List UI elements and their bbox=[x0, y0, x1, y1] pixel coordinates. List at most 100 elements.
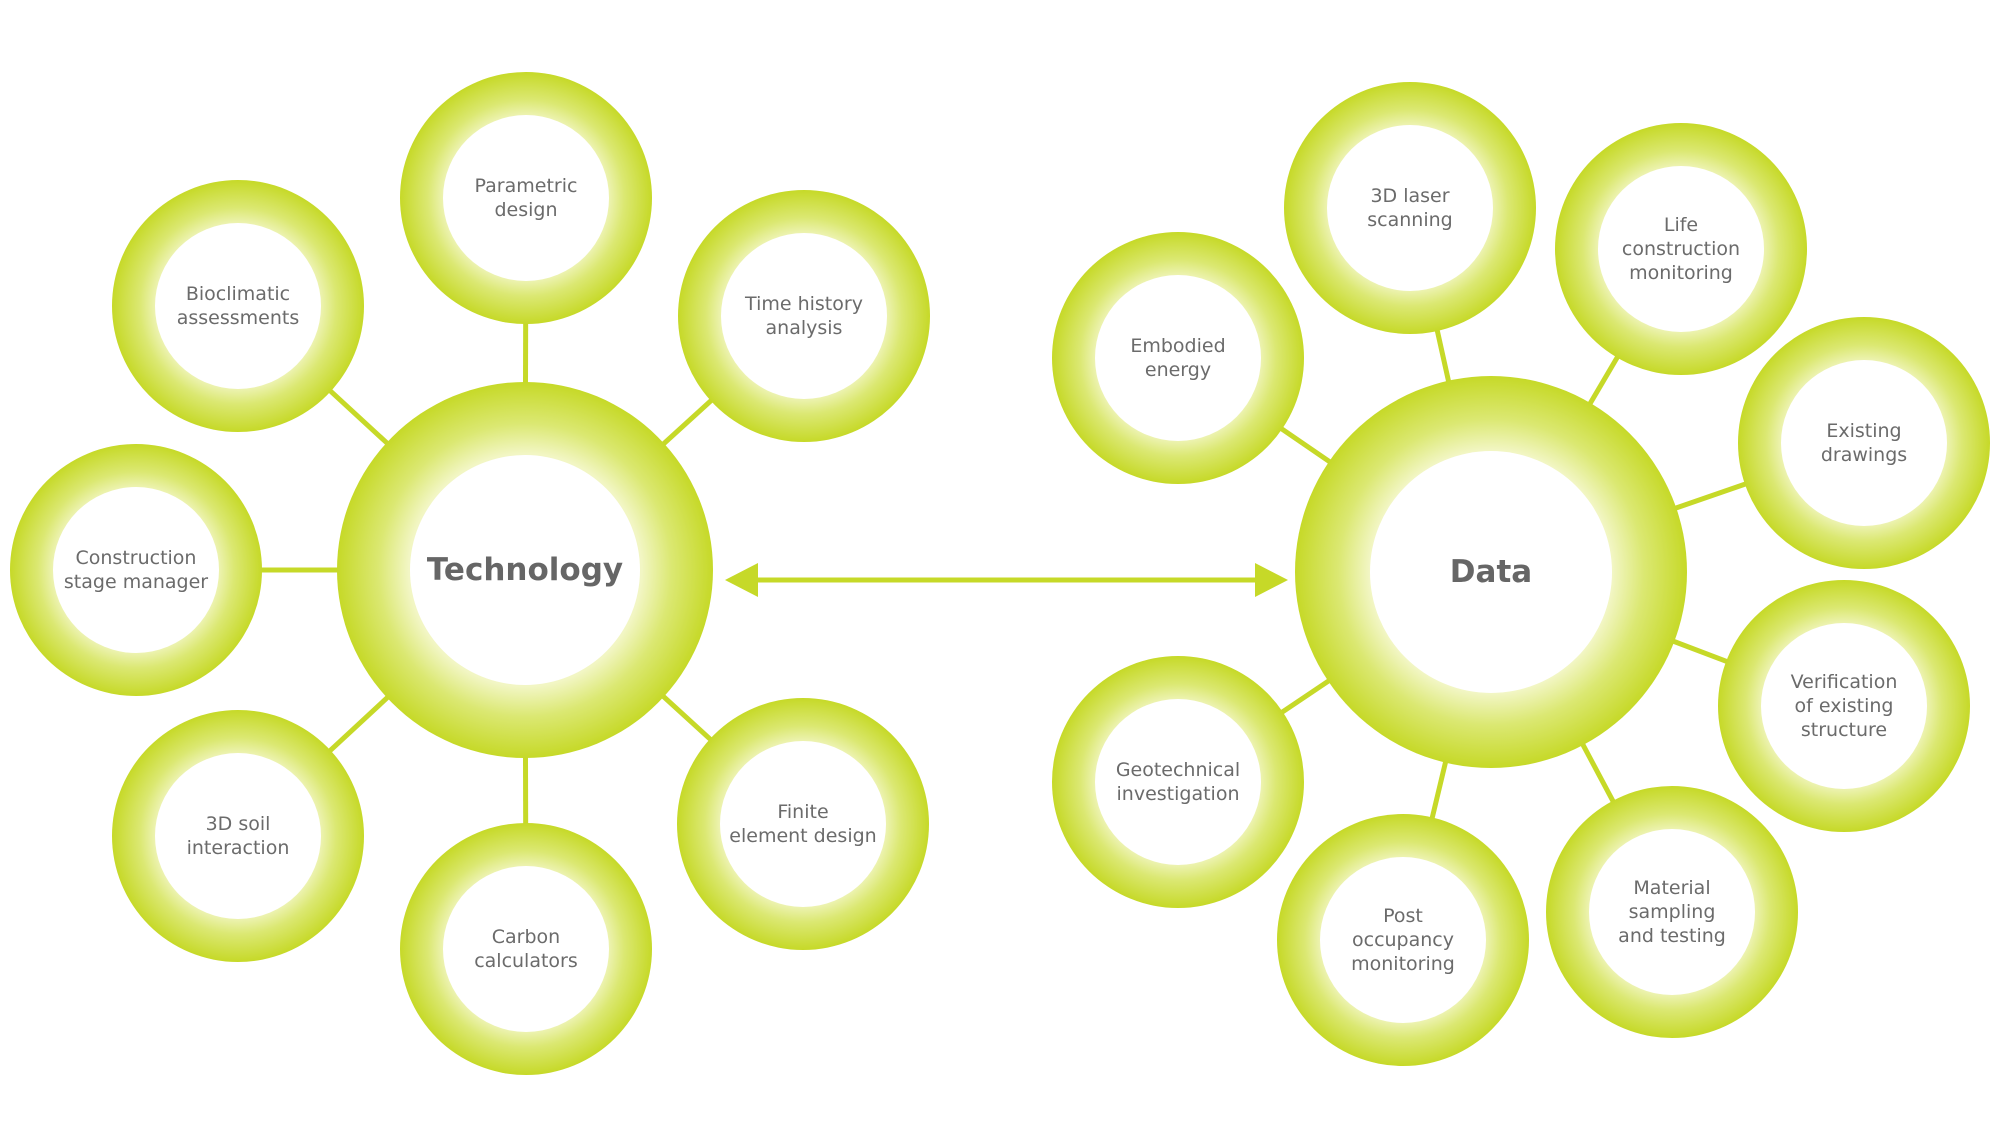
connector-data-life-construction-monitoring bbox=[1586, 352, 1622, 408]
node-label-verification-of-existing-structure-line: Verification bbox=[1791, 671, 1898, 693]
node-label-post-occupancy-monitoring-line: monitoring bbox=[1351, 953, 1455, 975]
connector-technology-bioclimatic-assessments bbox=[326, 386, 392, 448]
node-label-life-construction-monitoring-line: Life bbox=[1664, 214, 1698, 236]
connector-data-geotechnical-investigation bbox=[1277, 676, 1333, 717]
node-label-parametric-design-line: design bbox=[494, 199, 557, 221]
node-finite-element-design-center bbox=[720, 741, 886, 907]
connector-technology-finite-element-design bbox=[659, 692, 715, 744]
node-label-parametric-design-line: Parametric bbox=[475, 175, 578, 197]
node-label-bioclimatic-assessments-line: Bioclimatic bbox=[186, 283, 290, 305]
node-label-life-construction-monitoring-line: monitoring bbox=[1629, 262, 1733, 284]
connector-data-post-occupancy-monitoring bbox=[1428, 758, 1449, 822]
node-label-carbon-calculators-line: calculators bbox=[474, 950, 578, 972]
hub-label-data: Data bbox=[1450, 554, 1532, 590]
node-label-3d-laser-scanning-line: 3D laser bbox=[1370, 185, 1449, 207]
node-label-post-occupancy-monitoring-line: occupancy bbox=[1352, 929, 1454, 951]
node-label-material-sampling-and-testing-line: and testing bbox=[1618, 925, 1726, 947]
connector-data-existing-drawings bbox=[1671, 480, 1750, 512]
node-label-verification-of-existing-structure-line: of existing bbox=[1795, 695, 1894, 717]
node-label-3d-soil-interaction-line: 3D soil bbox=[206, 813, 271, 835]
node-label-geotechnical-investigation-line: Geotechnical bbox=[1116, 759, 1240, 781]
node-life-construction-monitoring-center bbox=[1598, 166, 1764, 332]
node-label-geotechnical-investigation-line: investigation bbox=[1117, 783, 1240, 805]
node-label-material-sampling-and-testing-line: Material bbox=[1633, 877, 1710, 899]
node-label-post-occupancy-monitoring-line: Post bbox=[1383, 905, 1423, 927]
node-bioclimatic-assessments-center bbox=[155, 223, 321, 389]
hub-technology-center bbox=[410, 455, 640, 685]
node-label-material-sampling-and-testing-line: sampling bbox=[1629, 901, 1716, 923]
node-label-finite-element-design-line: Finite bbox=[777, 801, 828, 823]
node-label-finite-element-design-line: element design bbox=[729, 825, 876, 847]
arrow-head-right bbox=[1255, 563, 1288, 597]
node-label-construction-stage-manager-line: Construction bbox=[76, 547, 197, 569]
connector-lines bbox=[258, 319, 1750, 828]
connector-technology-3d-soil-interaction bbox=[325, 693, 392, 755]
node-geotechnical-investigation-center bbox=[1095, 699, 1261, 865]
hub-data-center bbox=[1370, 451, 1612, 693]
connector-data-3d-laser-scanning bbox=[1434, 326, 1452, 386]
node-time-history-analysis-center bbox=[721, 233, 887, 399]
node-label-time-history-analysis-line: Time history bbox=[744, 293, 863, 315]
hub-label-technology-line: Technology bbox=[427, 552, 623, 588]
arrow-head-left bbox=[725, 563, 758, 597]
hub-label-technology: Technology bbox=[427, 552, 623, 588]
connector-data-material-sampling-and-testing bbox=[1579, 740, 1617, 806]
node-label-life-construction-monitoring-line: construction bbox=[1622, 238, 1740, 260]
node-parametric-design-center bbox=[443, 115, 609, 281]
node-label-time-history-analysis-line: analysis bbox=[766, 317, 843, 339]
node-label-embodied-energy-line: energy bbox=[1145, 359, 1211, 381]
node-material-sampling-and-testing-center bbox=[1589, 829, 1755, 995]
node-3d-soil-interaction-center bbox=[155, 753, 321, 919]
node-construction-stage-manager-center bbox=[53, 487, 219, 653]
connector-technology-time-history-analysis bbox=[659, 396, 716, 448]
hub-technology: Technology bbox=[337, 382, 713, 758]
node-label-construction-stage-manager-line: stage manager bbox=[64, 571, 208, 593]
node-label-existing-drawings-line: drawings bbox=[1821, 444, 1907, 466]
connector-data-verification-of-existing-structure bbox=[1669, 637, 1731, 666]
node-verification-of-existing-structure-center bbox=[1761, 623, 1927, 789]
node-label-carbon-calculators-line: Carbon bbox=[492, 926, 560, 948]
node-label-bioclimatic-assessments-line: assessments bbox=[177, 307, 300, 329]
node-label-3d-laser-scanning-line: scanning bbox=[1367, 209, 1452, 231]
node-label-3d-soil-interaction-line: interaction bbox=[187, 837, 290, 859]
node-embodied-energy-center bbox=[1095, 275, 1261, 441]
node-label-existing-drawings-line: Existing bbox=[1826, 420, 1901, 442]
node-label-verification-of-existing-structure-line: structure bbox=[1801, 719, 1887, 741]
connector-data-embodied-energy bbox=[1277, 424, 1334, 466]
hub-data: Data bbox=[1295, 376, 1687, 768]
hub-label-data-line: Data bbox=[1450, 554, 1532, 590]
node-post-occupancy-monitoring-center bbox=[1320, 857, 1486, 1023]
node-label-embodied-energy-line: Embodied bbox=[1130, 335, 1225, 357]
node-existing-drawings-center bbox=[1781, 360, 1947, 526]
